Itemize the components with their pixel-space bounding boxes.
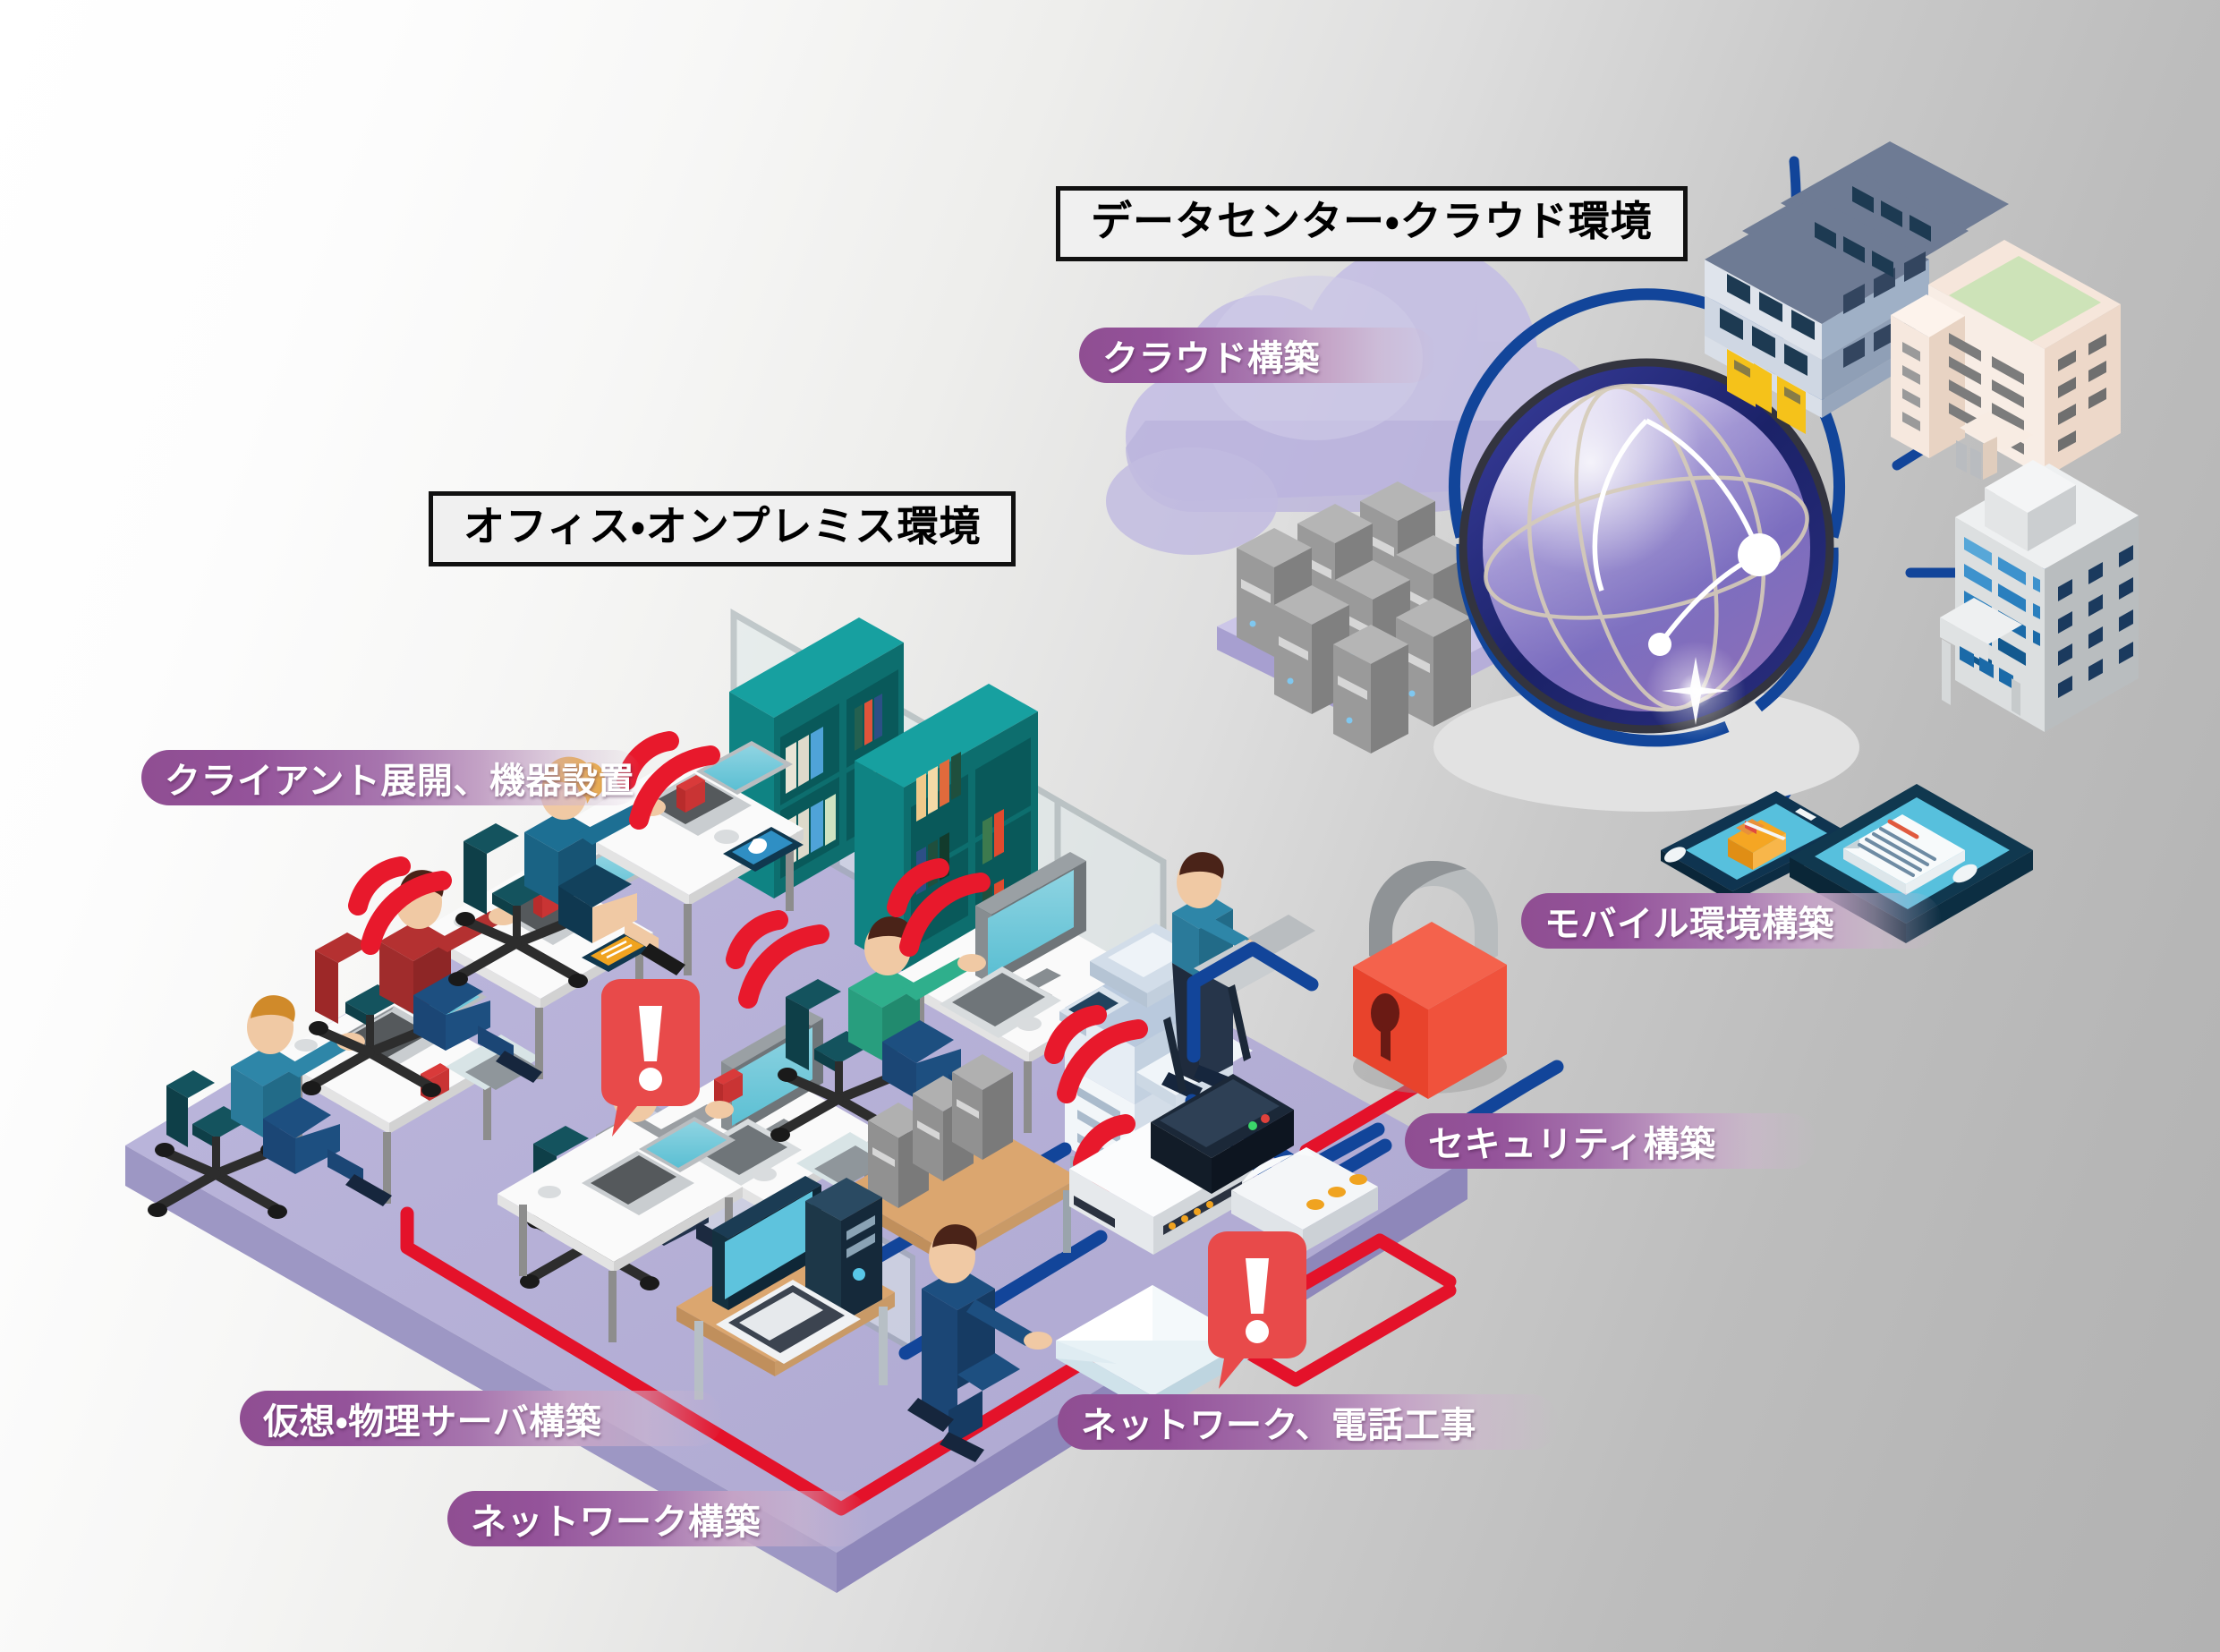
wifi-signal-icon: [348, 856, 452, 955]
smartphone: [1661, 791, 1848, 902]
section-title-office-label: オフィス・オンプレミス環境: [464, 503, 982, 549]
globe-node: [1738, 533, 1781, 576]
wireless-router: [1151, 984, 1294, 1194]
badge-mobile: モバイル環境構築: [1521, 893, 1942, 949]
factory-shutter: [1727, 349, 1806, 434]
desktop-workstation: [676, 1176, 895, 1400]
office-tower: [1940, 460, 2139, 732]
alert-bubble-icon: [1208, 1231, 1306, 1389]
globe-shadow: [1433, 683, 1859, 812]
office-worker: [448, 741, 804, 988]
alert-bubble-icon: [601, 979, 700, 1137]
badge-network-phone-label: ネットワーク、電話工事: [1081, 1406, 1476, 1445]
office-chair: [148, 1070, 287, 1219]
wifi-signal-icon: [1044, 1005, 1148, 1103]
badge-cloud: クラウド構築: [1079, 328, 1437, 383]
globe-orbit-ring: [1449, 288, 1845, 539]
section-title-datacenter-label: データセンター・クラウド環境: [1091, 198, 1653, 244]
security-padlock-icon: [1353, 861, 1507, 1099]
badge-server: 仮想・物理サーバ構築: [240, 1391, 723, 1446]
hospital-building: [1891, 240, 2121, 480]
badge-mobile-label: モバイル環境構築: [1544, 905, 1834, 944]
badge-network-label: ネットワーク構築: [471, 1503, 761, 1542]
laptop-desk: [498, 1117, 743, 1342]
badge-security-label: セキュリティ構築: [1428, 1125, 1716, 1164]
badge-network-phone: ネットワーク、電話工事: [1058, 1394, 1559, 1450]
badge-client-deployment-label: クライアント展開、機器設置: [165, 762, 634, 801]
network-technician: [907, 1224, 1052, 1462]
office-group: [125, 608, 1564, 1593]
badge-server-label: 仮想・物理サーバ構築: [263, 1402, 602, 1442]
wifi-signal-icon: [726, 910, 829, 1009]
server-tower: [952, 1054, 1013, 1160]
badge-network: ネットワーク構築: [447, 1491, 868, 1546]
office-chair: [302, 932, 441, 1097]
section-title-datacenter: データセンター・クラウド環境: [1056, 186, 1688, 262]
globe-node: [1648, 633, 1671, 656]
datacenter-group: [1106, 141, 2139, 943]
server-tower: [1333, 625, 1408, 754]
wifi-signal-icon: [887, 858, 991, 957]
office-chair: [770, 979, 910, 1144]
badge-cloud-label: クラウド構築: [1102, 339, 1320, 379]
document-icon: [1843, 814, 1965, 895]
folder-icon: [1728, 819, 1786, 870]
badge-client-deployment: クライアント展開、機器設置: [141, 750, 642, 805]
badge-security: セキュリティ構築: [1405, 1113, 1816, 1169]
server-tower-group: [1237, 481, 1471, 754]
section-title-office: オフィス・オンプレミス環境: [429, 491, 1016, 567]
network-globe: [1459, 358, 1834, 741]
